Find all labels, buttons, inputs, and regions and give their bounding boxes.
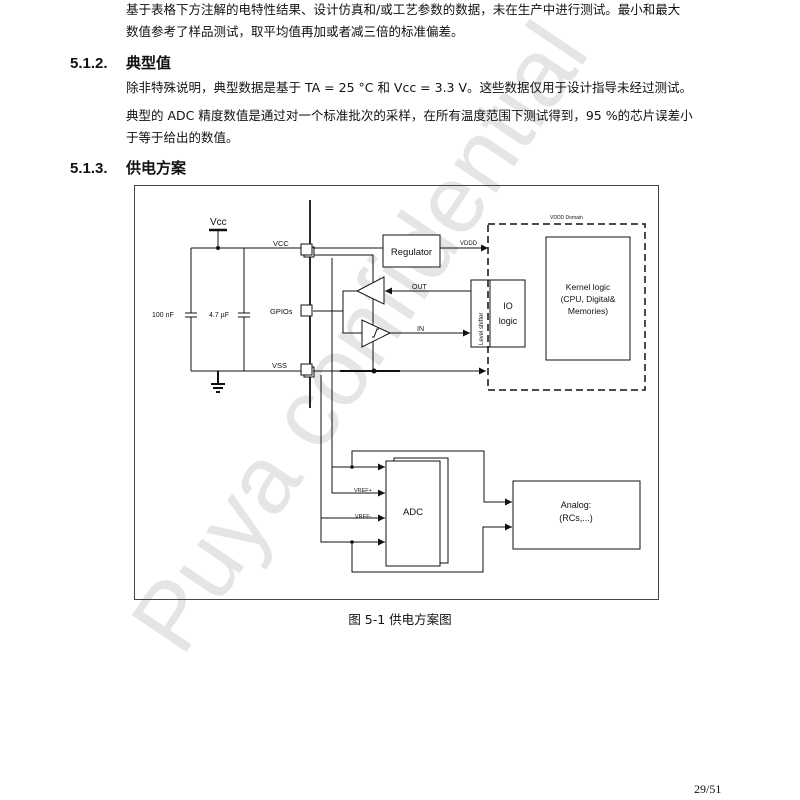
io-logic-label-1: IO [503, 301, 513, 311]
analog-label-1: Analog: [561, 500, 592, 510]
analog-box [512, 480, 641, 550]
regulator-box [382, 234, 441, 268]
in-label: IN [417, 326, 424, 333]
schmitt-trigger-input [361, 319, 392, 348]
adc-box [385, 460, 441, 567]
pin-vss-label: VSS [272, 361, 287, 370]
cap1-label: 100 nF [152, 312, 174, 319]
typical-values-paragraph: 除非特殊说明，典型数据是基于 TA = 25 °C 和 Vcc = 3.3 V。… [126, 80, 693, 95]
io-logic-label-2: logic [499, 316, 518, 326]
section-heading-5-1-3: 5.1.3. 供电方案 [70, 157, 186, 178]
out-label: OUT [412, 284, 428, 291]
adc-accuracy-line-2: 于等于给出的数值。 [126, 130, 239, 145]
vref-minus-label: VREF- [355, 514, 372, 520]
figure-frame [134, 185, 659, 600]
ground-icon [211, 371, 225, 393]
pin-gpio-label: GPIOs [270, 307, 293, 316]
intro-line-2: 数值参考了样品测试，取平均值再加或者减三倍的标准偏差。 [126, 24, 464, 39]
capacitor-100nf [185, 248, 197, 371]
section-number: 5.1.2. [70, 55, 108, 72]
intro-line-1: 基于表格下方注解的电特性结果、设计仿真和/或工艺参数的数据，未在生产中进行测试。… [126, 2, 681, 17]
section-number: 5.1.3. [70, 160, 108, 177]
output-buffer [355, 276, 385, 305]
section-heading-5-1-2: 5.1.2. 典型值 [70, 52, 171, 73]
power-supply-diagram: Vcc 100 nF 4.7 µF VCC GPIOs VSS Regulato… [134, 185, 659, 600]
pin-vcc-label: VCC [273, 239, 289, 248]
cap2-label: 4.7 µF [209, 312, 229, 319]
adc-label: ADC [403, 507, 423, 518]
page-number: 29/51 [694, 782, 722, 796]
capacitor-4-7uf [238, 248, 250, 371]
adc-accuracy-line-1: 典型的 ADC 精度数值是通过对一个标准批次的采样，在所有温度范围下测试得到，9… [126, 108, 693, 123]
section-title: 供电方案 [126, 159, 187, 177]
figure-caption: 图 5-1 供电方案图 [348, 612, 452, 627]
gpio-pad [300, 304, 313, 317]
section-title: 典型值 [126, 54, 172, 72]
kernel-logic-label-3: Memories) [568, 306, 608, 316]
analog-label-2: (RCs,...) [559, 513, 593, 523]
vss-pad [300, 363, 313, 376]
vcc-pad [300, 243, 313, 256]
vddd-domain-box [487, 223, 646, 391]
kernel-logic-label-2: (CPU, Digital& [561, 294, 616, 304]
level-shifter-label: Level shifter [479, 313, 485, 345]
vddd-label: VDDD [460, 241, 478, 247]
io-logic-box [489, 279, 526, 348]
vddd-domain-label: VDDD Domain [550, 215, 583, 221]
vref-plus-label: VREF+ [354, 488, 372, 494]
kernel-logic-box [545, 236, 631, 361]
regulator-label: Regulator [391, 247, 432, 258]
vcc-supply-label: Vcc [210, 217, 227, 228]
kernel-logic-label-1: Kernel logic [566, 282, 611, 292]
